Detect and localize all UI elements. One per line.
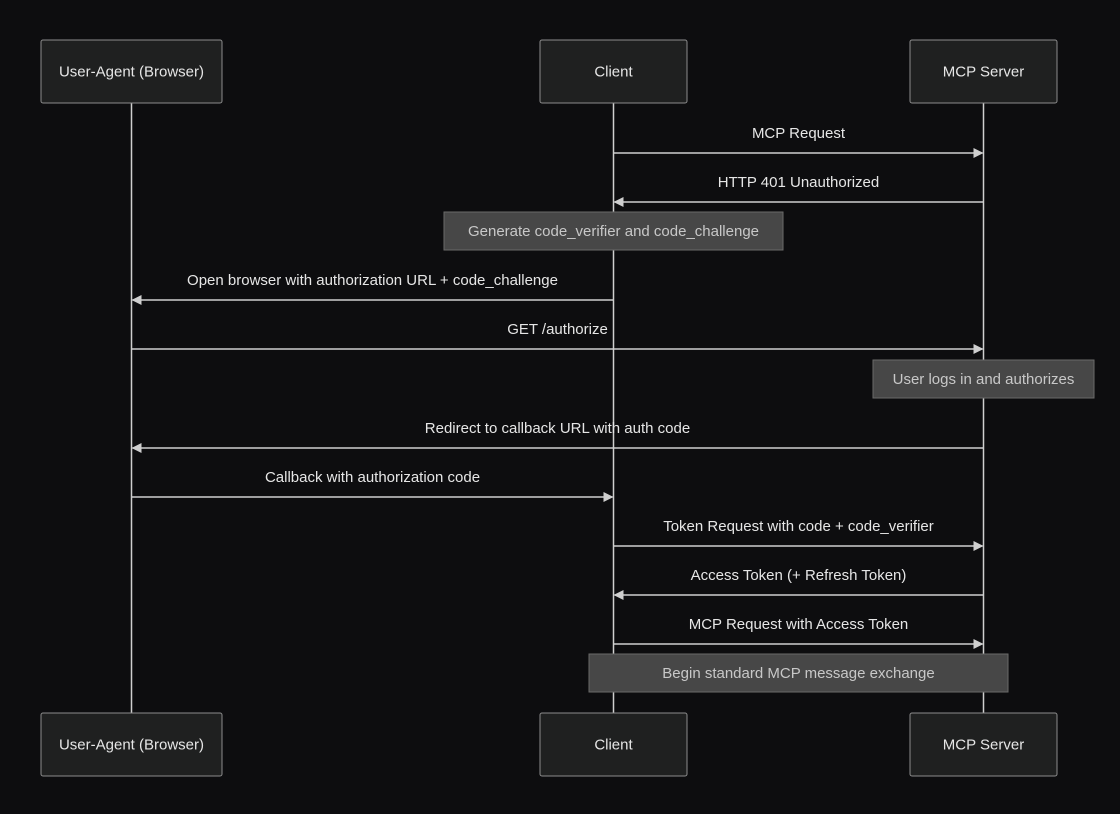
message-arrow: Token Request with code + code_verifier [613, 518, 984, 551]
note-box: Begin standard MCP message exchange [588, 653, 1009, 693]
message-label: HTTP 401 Unauthorized [718, 174, 879, 191]
message-label: Token Request with code + code_verifier [663, 518, 934, 535]
message-arrow: Access Token (+ Refresh Token) [613, 567, 984, 600]
message-arrow: Open browser with authorization URL + co… [131, 272, 614, 305]
message-label: Access Token (+ Refresh Token) [691, 567, 907, 584]
message-label: GET /authorize [507, 321, 608, 338]
participant-box-user-agent-bottom: User-Agent (Browser) [40, 712, 223, 777]
message-label: Open browser with authorization URL + co… [187, 272, 558, 289]
participant-label: User-Agent (Browser) [59, 64, 204, 81]
message-label: MCP Request with Access Token [689, 616, 909, 633]
participants: User-Agent (Browser) User-Agent (Browser)… [40, 39, 1058, 777]
note-box: User logs in and authorizes [872, 359, 1095, 399]
participant-box-client-bottom: Client [539, 712, 688, 777]
participant-label: MCP Server [943, 737, 1024, 754]
note-box: Generate code_verifier and code_challeng… [443, 211, 784, 251]
message-label: MCP Request [752, 125, 846, 142]
message-label: Redirect to callback URL with auth code [425, 420, 690, 437]
message-arrow: Callback with authorization code [131, 469, 614, 502]
participant-label: MCP Server [943, 64, 1024, 81]
notes: Generate code_verifier and code_challeng… [443, 211, 1095, 693]
message-arrow: MCP Request with Access Token [613, 616, 984, 649]
participant-box-client-top: Client [539, 39, 688, 104]
participant-box-user-agent-top: User-Agent (Browser) [40, 39, 223, 104]
participant-label: Client [594, 737, 633, 754]
message-arrow: Redirect to callback URL with auth code [131, 420, 984, 453]
participant-box-mcp-server-top: MCP Server [909, 39, 1058, 104]
note-label: Generate code_verifier and code_challeng… [468, 223, 759, 240]
participant-box-mcp-server-bottom: MCP Server [909, 712, 1058, 777]
message-arrow: GET /authorize [131, 321, 984, 354]
note-label: User logs in and authorizes [893, 371, 1075, 388]
participant-label: User-Agent (Browser) [59, 737, 204, 754]
message-arrow: HTTP 401 Unauthorized [613, 174, 984, 207]
message-arrow: MCP Request [613, 125, 984, 158]
note-label: Begin standard MCP message exchange [662, 665, 934, 682]
message-label: Callback with authorization code [265, 469, 480, 486]
participant-label: Client [594, 64, 633, 81]
